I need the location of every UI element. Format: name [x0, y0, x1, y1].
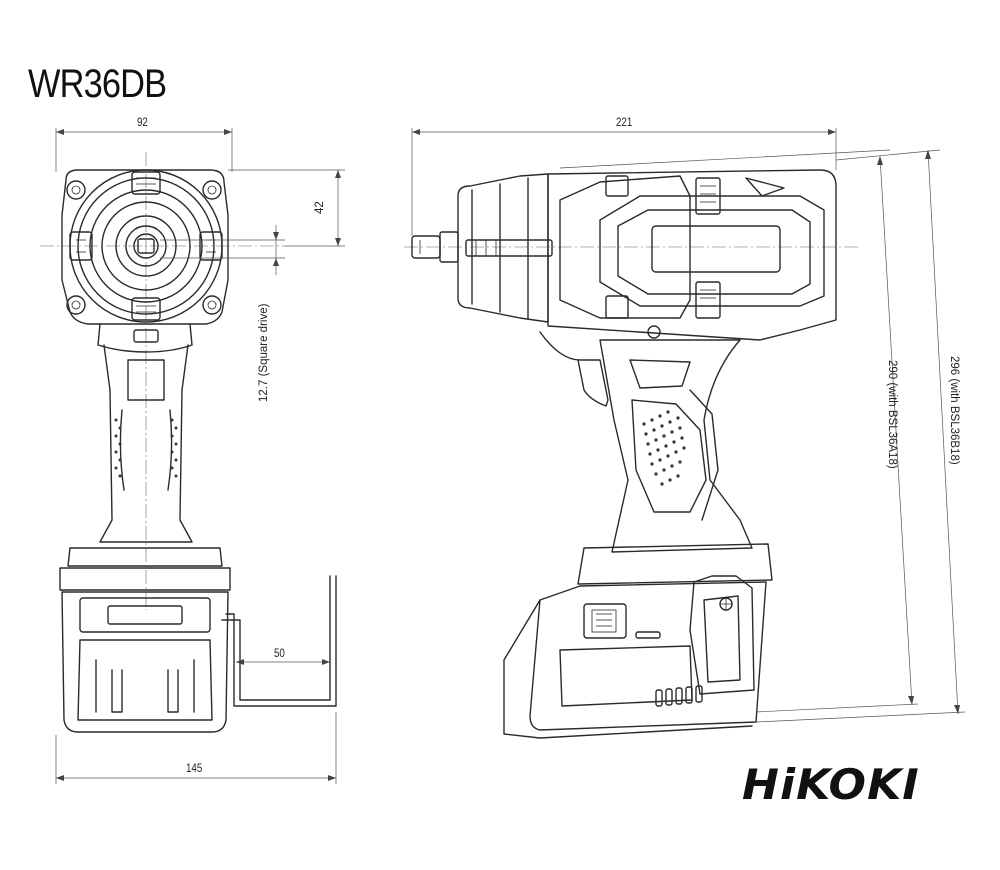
dim-head-offset: 42 [314, 201, 326, 214]
brand-logo: HiKOKI [742, 760, 920, 809]
battery-vents [655, 685, 703, 707]
side-view [404, 128, 966, 739]
dim-overall-length: 221 [616, 117, 633, 129]
grip-texture [642, 410, 686, 486]
model-title: WR36DB [28, 62, 167, 106]
dim-square-drive: 12.7 (Square drive) [258, 303, 270, 402]
dim-base-width: 145 [186, 763, 203, 775]
dim-height-bsl36b18: 296 (with BSL36B18) [948, 356, 960, 465]
dim-clip-offset: 50 [274, 648, 285, 660]
front-view [40, 128, 345, 784]
dim-front-width: 92 [137, 117, 148, 129]
dim-height-bsl36a18: 290 (with BSL36A18) [886, 360, 898, 469]
